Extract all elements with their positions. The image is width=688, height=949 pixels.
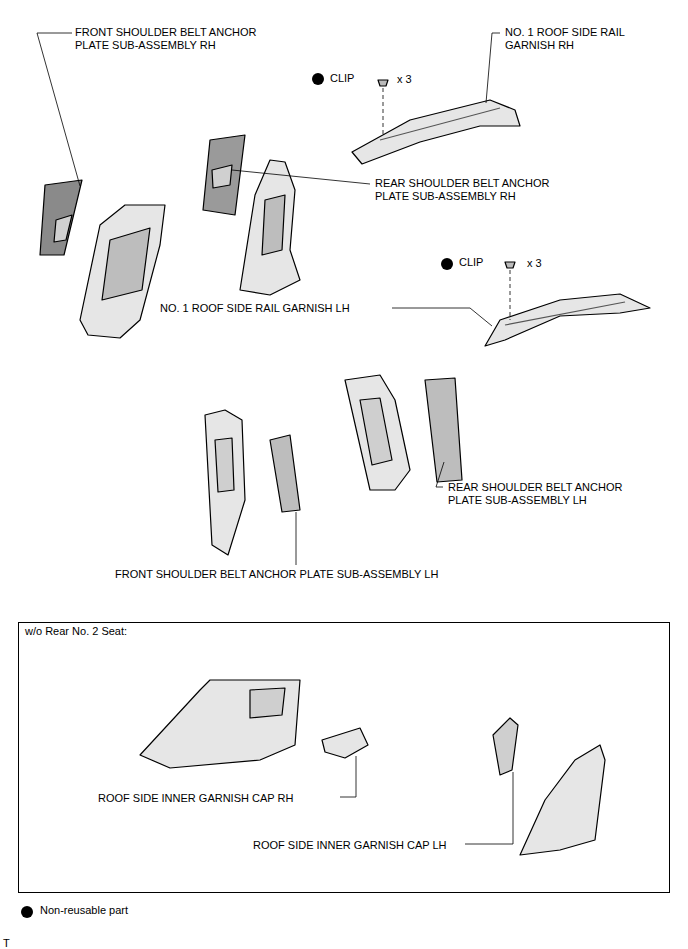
- clip-label: CLIP: [330, 72, 354, 85]
- part-label: REAR SHOULDER BELT ANCHOR PLATE SUB-ASSE…: [375, 177, 580, 203]
- part-label: ROOF SIDE INNER GARNISH CAP LH: [253, 839, 447, 852]
- clip-label: CLIP: [459, 256, 483, 269]
- part-label: NO. 1 ROOF SIDE RAIL GARNISH LH: [160, 302, 350, 315]
- part-label: ROOF SIDE INNER GARNISH CAP RH: [98, 792, 293, 805]
- part-label: FRONT SHOULDER BELT ANCHOR PLATE SUB-ASS…: [75, 26, 280, 52]
- condition-box: w/o Rear No. 2 Seat: ROOF SIDE INNER GARN…: [18, 622, 670, 893]
- figure-code: T: [3, 937, 10, 949]
- condition-heading: w/o Rear No. 2 Seat:: [25, 625, 127, 638]
- part-label: FRONT SHOULDER BELT ANCHOR PLATE SUB-ASS…: [115, 568, 438, 581]
- quantity-label: x 3: [397, 73, 412, 86]
- legend-text: Non-reusable part: [40, 904, 128, 917]
- part-label: REAR SHOULDER BELT ANCHOR PLATE SUB-ASSE…: [448, 481, 653, 507]
- quantity-label: x 3: [527, 257, 542, 270]
- part-label: NO. 1 ROOF SIDE RAIL GARNISH RH: [505, 26, 655, 52]
